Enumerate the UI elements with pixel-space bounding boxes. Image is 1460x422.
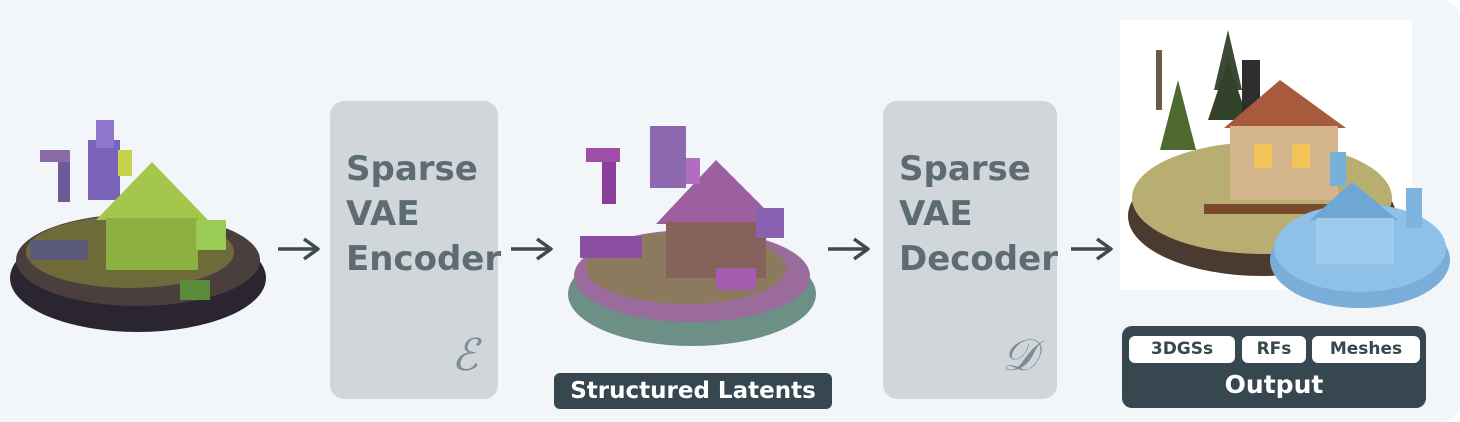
format-chip-meshes: Meshes: [1312, 336, 1420, 363]
encoder-line-1: Sparse: [346, 149, 478, 189]
encoder-line-3: Encoder: [346, 239, 502, 279]
arrow-right-icon: [511, 237, 553, 261]
voxel-scene-icon: [10, 120, 266, 332]
output-label: Output: [1224, 370, 1324, 399]
decoder-line-1: Sparse: [899, 149, 1031, 189]
arrow-right-icon: [828, 237, 870, 261]
arrow-right-icon: [1071, 237, 1113, 261]
latent-scene-icon: [568, 126, 816, 346]
decoder-symbol: 𝒟: [1001, 330, 1037, 381]
encoder-box: Sparse VAE Encoder ℰ: [330, 101, 501, 399]
encoder-symbol: ℰ: [451, 330, 478, 381]
encoder-line-2: VAE: [346, 194, 420, 234]
output-panel: 3DGSs RFs Meshes Output: [1122, 326, 1426, 408]
decoder-line-3: Decoder: [899, 239, 1058, 279]
decoder-line-2: VAE: [899, 194, 973, 234]
encoder-title: Sparse VAE Encoder: [346, 147, 501, 282]
decoder-title: Sparse VAE Decoder: [899, 147, 1058, 282]
decoder-box: Sparse VAE Decoder 𝒟: [883, 101, 1058, 399]
mesh-scene-icon: [1270, 152, 1450, 308]
arrow-right-icon: [278, 237, 320, 261]
format-chip-3dgs: 3DGSs: [1129, 336, 1235, 363]
format-chip-rfs: RFs: [1242, 336, 1306, 363]
structured-latents-label: Structured Latents: [554, 373, 832, 409]
